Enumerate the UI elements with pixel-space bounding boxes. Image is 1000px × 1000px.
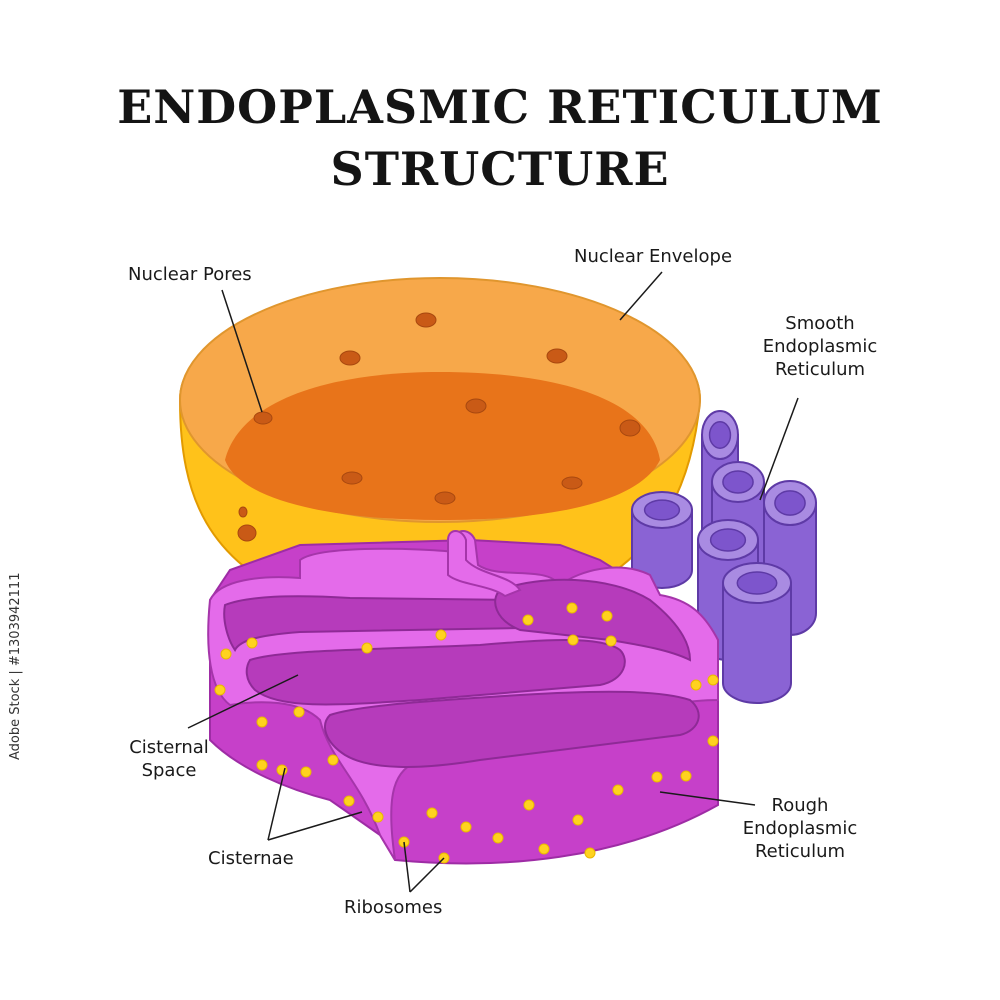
ribosome — [680, 770, 692, 782]
leader-rough-er — [659, 791, 756, 806]
nuclear-pore — [546, 348, 568, 364]
leader-ribosomes-1 — [403, 841, 411, 893]
label-smooth-er-line-2: Endoplasmic — [762, 336, 878, 357]
label-smooth-er: Smooth Endoplasmic Reticulum — [740, 312, 900, 381]
nuclear-pore — [341, 471, 363, 485]
nuclear-pores — [237, 312, 641, 542]
ribosomes — [214, 602, 719, 864]
cisternal-lumen-4 — [494, 578, 692, 662]
nuclear-pore — [465, 398, 487, 414]
ribosome — [567, 634, 579, 646]
ribosome — [426, 807, 438, 819]
leader-smooth-er — [759, 397, 799, 501]
ribosome — [276, 764, 288, 776]
ribosome — [220, 648, 232, 660]
leader-nuclear-pores — [221, 289, 263, 413]
ribosome — [538, 843, 550, 855]
ribosome — [343, 795, 355, 807]
label-rough-er-line-3: Reticulum — [754, 841, 846, 862]
nuclear-pore — [339, 350, 361, 366]
ribosome — [572, 814, 584, 826]
ribosome — [690, 679, 702, 691]
ribosome — [214, 684, 226, 696]
label-cisternal-space-line-1: Cisternal — [129, 737, 209, 758]
ser-tube — [631, 491, 693, 589]
ribosome — [651, 771, 663, 783]
nuclear-pore — [619, 419, 641, 437]
ribosome — [460, 821, 472, 833]
side-credit-text: Adobe Stock | #1303942111 — [8, 572, 23, 760]
title-line-1: ENDOPLASMIC RETICULUM — [117, 80, 883, 134]
label-cisternae: Cisternae — [208, 848, 294, 869]
ribosome — [435, 629, 447, 641]
cisternal-lumen-3 — [324, 690, 700, 768]
label-cisternal-space: Cisternal Space — [104, 736, 234, 782]
ribosome — [523, 799, 535, 811]
label-rough-er: Rough Endoplasmic Reticulum — [720, 794, 880, 863]
label-ribosomes: Ribosomes — [344, 897, 443, 918]
ser-tube-wall — [722, 582, 792, 704]
leader-cisternal-space — [187, 674, 299, 729]
ribosome — [522, 614, 534, 626]
ribosome — [256, 716, 268, 728]
ser-tube-opening — [643, 499, 681, 521]
nuclear-pore — [237, 524, 257, 542]
ribosome — [601, 610, 613, 622]
nuclear-pore — [253, 411, 273, 425]
ribosome — [327, 754, 339, 766]
cisternal-lumen-2 — [245, 639, 626, 706]
nucleus-inner-surface — [225, 372, 660, 520]
nucleus-connector-tube — [447, 530, 522, 598]
ribosome — [246, 637, 258, 649]
ribosome — [492, 832, 504, 844]
ribosome — [372, 811, 384, 823]
nuclear-pore — [238, 506, 248, 518]
nuclear-pore — [434, 491, 456, 505]
title-line-2: STRUCTURE — [330, 142, 670, 196]
ser-tube-opening — [709, 528, 747, 552]
ribosome — [707, 674, 719, 686]
ribosome — [300, 766, 312, 778]
ribosome — [361, 642, 373, 654]
ribosome — [566, 602, 578, 614]
label-nuclear-pores: Nuclear Pores — [128, 264, 252, 285]
ribosome — [605, 635, 617, 647]
label-rough-er-line-1: Rough — [771, 795, 829, 816]
label-smooth-er-line-1: Smooth — [785, 313, 855, 334]
label-cisternal-space-line-2: Space — [141, 760, 197, 781]
leader-lines — [187, 271, 799, 893]
smooth-er — [631, 410, 817, 704]
label-rough-er-line-2: Endoplasmic — [742, 818, 858, 839]
label-smooth-er-line-3: Reticulum — [774, 359, 866, 380]
rough-er — [207, 530, 719, 865]
ribosome — [612, 784, 624, 796]
ser-tube-opening — [722, 470, 754, 494]
nuclear-pore — [415, 312, 437, 328]
leader-cisternae-2 — [267, 811, 363, 841]
ser-tube-opening — [736, 571, 778, 595]
ribosome — [256, 759, 268, 771]
ribosome — [584, 847, 596, 859]
ribosome — [293, 706, 305, 718]
leader-cisternae-1 — [267, 767, 286, 841]
ser-tube-opening — [708, 421, 732, 449]
label-nuclear-envelope: Nuclear Envelope — [574, 246, 733, 267]
nuclear-pore — [561, 476, 583, 490]
leader-ribosomes-2 — [409, 857, 445, 893]
ser-tube — [722, 562, 792, 704]
ribosome — [707, 735, 719, 747]
leader-nuclear-envelope — [619, 271, 663, 321]
ser-tube-opening — [774, 490, 806, 516]
nucleus — [178, 277, 702, 601]
